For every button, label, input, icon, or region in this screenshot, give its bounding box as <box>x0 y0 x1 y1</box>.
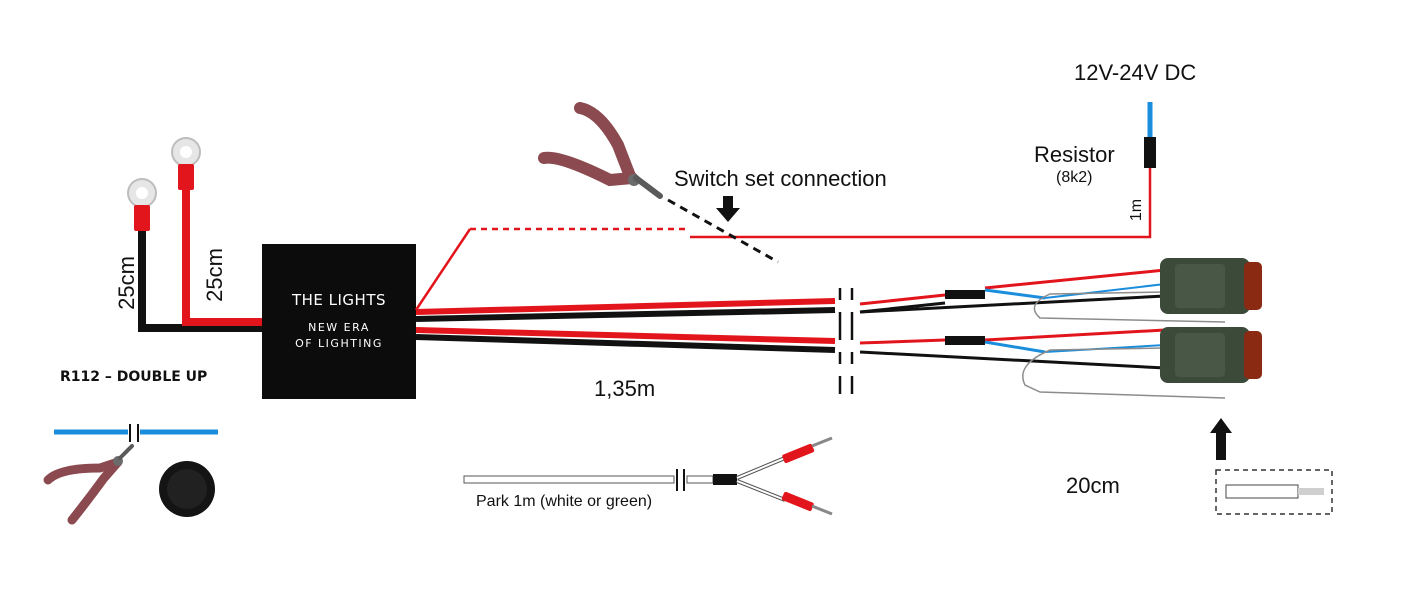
left-red-wire <box>182 190 262 326</box>
switch-connection-label: Switch set connection <box>674 166 887 191</box>
park-wire <box>463 456 786 502</box>
wire-cutter-small-icon <box>43 444 134 525</box>
arrow-down-icon <box>716 196 740 222</box>
main-harness <box>415 298 836 353</box>
resistor-label: Resistor <box>1034 142 1115 167</box>
ring-terminal-black-icon <box>127 178 157 231</box>
lamp-2-icon <box>1160 327 1262 383</box>
module-tagline-1: NEW ERA <box>308 321 370 334</box>
left-red-length-label: 25cm <box>201 248 227 302</box>
wire-cutter-icon <box>538 102 663 199</box>
lamp2-wires <box>859 328 1226 399</box>
resistor <box>1144 137 1156 168</box>
ring-terminal-red-icon <box>171 137 201 190</box>
lamp-1-icon <box>1160 258 1262 314</box>
break-marks-main <box>838 288 854 394</box>
product-code-label: R112 – DOUBLE UP <box>60 369 208 385</box>
lamp1-wires <box>859 268 1226 323</box>
blue-wire-sample <box>54 424 218 442</box>
module-brand: THE LIGHTS <box>291 291 387 309</box>
switch-wire-left <box>414 228 472 311</box>
main-length-label: 1,35m <box>594 376 656 401</box>
arrow-up-icon <box>1210 418 1232 460</box>
supply-voltage-label: 12V-24V DC <box>1074 60 1197 85</box>
lamp-length-label: 20cm <box>1066 473 1120 498</box>
module-tagline-2: OF LIGHTING <box>295 337 383 350</box>
switch-wire-main <box>690 168 1152 239</box>
connector-detail-inset <box>1215 469 1333 515</box>
resistor-length-label: 1m <box>1128 198 1146 222</box>
crimp-connector-icon <box>781 436 833 516</box>
resistor-value-label: (8k2) <box>1056 169 1093 186</box>
grommet-icon <box>159 461 215 517</box>
left-black-length-label: 25cm <box>113 256 139 310</box>
cut-line <box>667 198 779 264</box>
left-black-wire <box>138 231 262 332</box>
control-module <box>262 244 416 399</box>
park-wire-label: Park 1m (white or green) <box>476 493 653 510</box>
